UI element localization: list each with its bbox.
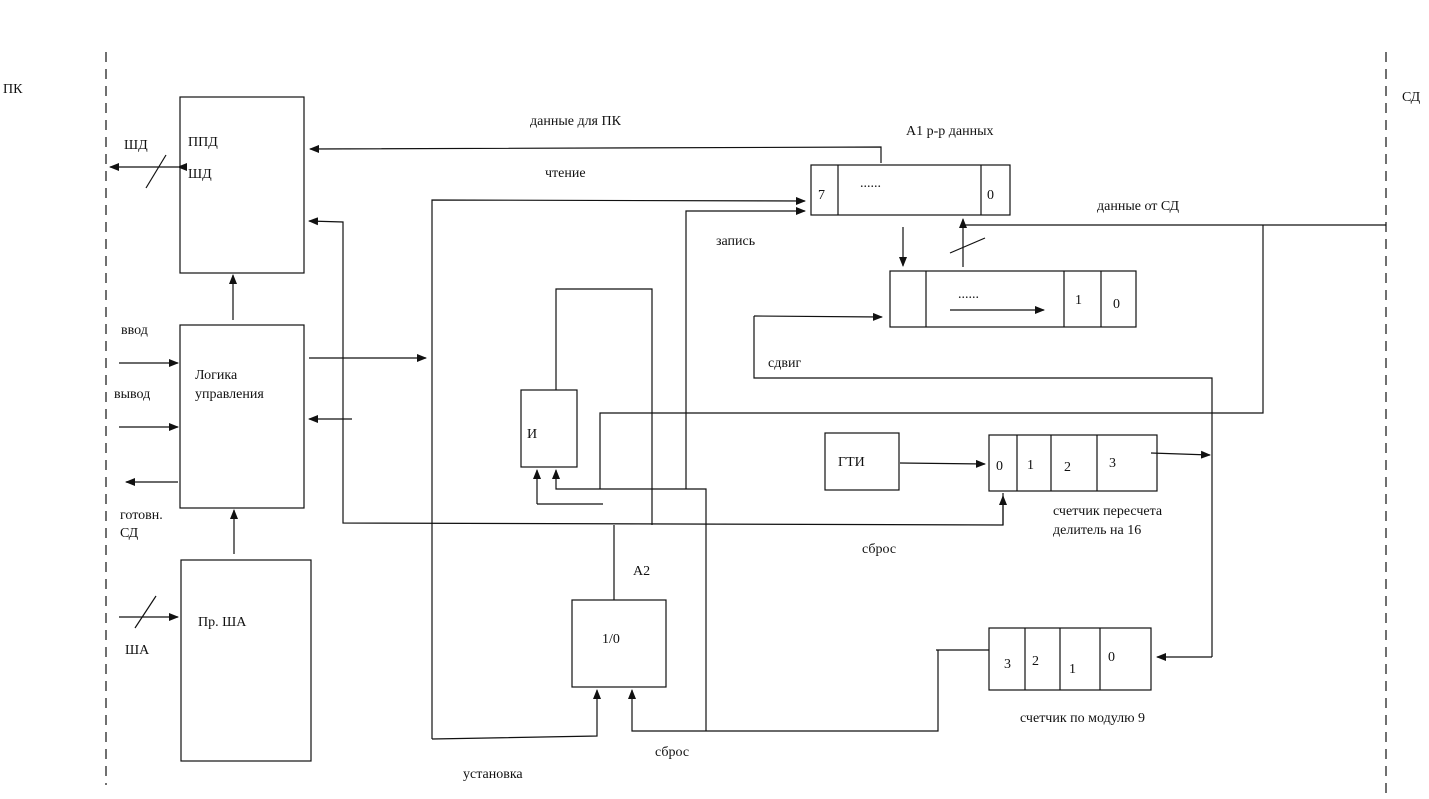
data-to-pc-label: данные для ПК <box>530 114 622 129</box>
data-to-pc-line <box>309 144 882 163</box>
and-gate-label: И <box>527 427 537 442</box>
control-logic-block <box>179 324 305 509</box>
counter-16-bit1: 1 <box>1027 458 1034 473</box>
data-bus-label: ШД <box>124 138 148 153</box>
counter-9-bit3: 3 <box>1004 657 1011 672</box>
address-bus-slash <box>134 595 157 629</box>
read-label: чтение <box>545 166 586 181</box>
read-line <box>431 196 806 739</box>
trigger-name: А2 <box>633 564 650 579</box>
counter-9-label: счетчик по модулю 9 <box>1020 711 1145 726</box>
counter-16-bit0: 0 <box>996 459 1003 474</box>
address-bus-label: ША <box>125 643 150 658</box>
trigger-label: 1/0 <box>602 632 620 647</box>
ppd-block <box>179 96 305 274</box>
shift-input-arrow <box>753 312 883 321</box>
reg-a1 <box>810 164 1011 216</box>
trigger-block <box>571 599 667 688</box>
shift-register <box>889 270 1137 328</box>
reg-a1-title: А1 р-р данных <box>906 124 994 139</box>
pc-side-label: ПК <box>3 82 23 97</box>
clock-generator-block <box>824 432 900 491</box>
and-gate <box>520 389 578 468</box>
shift-reg-bit0: 0 <box>1113 297 1120 312</box>
shift-label: сдвиг <box>768 356 801 371</box>
reset-label-2: сброс <box>655 745 689 760</box>
ready-label-1: готовн. <box>120 508 163 523</box>
counter-16-label-1: счетчик пересчета <box>1053 504 1163 519</box>
shift-reg-bit1: 1 <box>1075 293 1082 308</box>
control-logic-line2: управления <box>195 387 264 402</box>
ppd-sub: ШД <box>188 167 212 182</box>
ppd-title: ППД <box>188 135 218 150</box>
and-gate-input-2 <box>552 469 707 731</box>
counter-9 <box>988 627 1152 691</box>
set-line <box>431 689 601 740</box>
output-signal-label: вывод <box>114 387 150 402</box>
counter-16-bit3: 3 <box>1109 456 1116 471</box>
counter-9-bit1: 1 <box>1069 662 1076 677</box>
write-label: запись <box>716 234 755 249</box>
counter-16-bit2: 2 <box>1064 460 1071 475</box>
clock-generator-label: ГТИ <box>838 455 865 470</box>
ready-label-2: СД <box>120 526 139 541</box>
reset-label-1: сброс <box>862 542 896 557</box>
shift-clock-line <box>753 316 1213 657</box>
data-from-sd-line <box>962 221 1386 226</box>
sd-side-label: СД <box>1402 90 1421 105</box>
reset-line <box>628 650 939 732</box>
reg-a1-dots: ...... <box>860 176 881 191</box>
set-label: установка <box>463 767 523 782</box>
address-decoder-block <box>180 559 312 762</box>
control-logic-line1: Логика <box>195 368 238 383</box>
counter-16-out-arrow <box>1150 450 1211 459</box>
counter-9-bit2: 2 <box>1032 654 1039 669</box>
clock-to-counter-arrow <box>899 459 986 468</box>
shift-reg-dots: ...... <box>958 287 979 302</box>
counter-16-label-2: делитель на 16 <box>1053 523 1141 538</box>
reg-a1-bit0: 0 <box>987 188 994 203</box>
parallel-bus-slash <box>949 237 986 254</box>
counter-16 <box>988 434 1158 492</box>
data-from-sd-label: данные от СД <box>1097 199 1180 214</box>
address-decoder-title: Пр. ША <box>198 615 247 630</box>
counter-9-bit0: 0 <box>1108 650 1115 665</box>
and-gate-carry-line <box>599 225 1264 489</box>
input-signal-label: ввод <box>121 323 148 338</box>
data-bus-slash <box>145 154 167 189</box>
write-line <box>685 207 806 489</box>
reg-a1-bit7: 7 <box>818 188 825 203</box>
and-gate-feedback <box>555 288 653 525</box>
